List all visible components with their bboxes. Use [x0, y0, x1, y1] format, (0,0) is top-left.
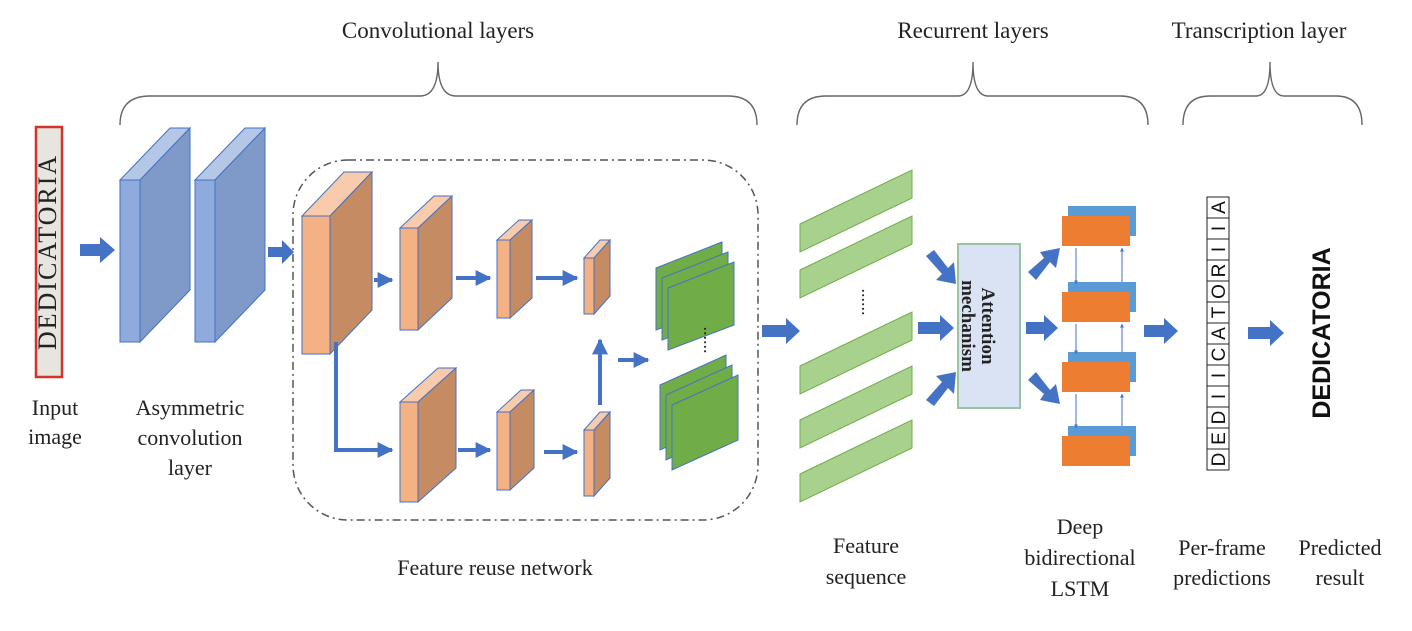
- arrow-input-to-conv: [80, 237, 115, 263]
- lstm-stack: [1062, 206, 1136, 466]
- reuse-block-bottom-3: [582, 410, 612, 498]
- arrow-perframe-to-predicted: [1248, 320, 1284, 346]
- feature-reuse-box: [292, 159, 759, 521]
- attention-line2: mechanism: [957, 280, 978, 372]
- reuse-block-top-3: [495, 218, 534, 320]
- asymmetric-conv-block-2: [193, 126, 267, 344]
- caption-feature-reuse: Feature reuse network: [397, 555, 592, 580]
- input-image-word: DEDICATORIA: [33, 154, 62, 350]
- per-frame-char: I: [1209, 394, 1230, 399]
- caption-feature-seq-line1: Feature: [833, 533, 899, 558]
- header-transcription: Transcription layer: [1172, 18, 1347, 43]
- caption-lstm-line2: bidirectional: [1024, 545, 1135, 570]
- per-frame-char: E: [1209, 432, 1230, 445]
- reuse-block-top-2: [398, 194, 454, 332]
- per-frame-char: I: [1209, 226, 1230, 231]
- caption-asymmetric-line1: Asymmetric: [136, 395, 245, 420]
- predicted-word: DEDICATORIA: [1308, 247, 1336, 418]
- feature-maps-ellipsis: ......: [700, 327, 720, 354]
- per-frame-char: T: [1209, 306, 1230, 318]
- feature-maps-bottom: [659, 354, 739, 471]
- brace-recurrent: [796, 61, 1149, 126]
- per-frame-char: D: [1209, 453, 1230, 467]
- reuse-block-bottom-2: [495, 388, 536, 492]
- attention-line1: Attention: [977, 287, 998, 364]
- caption-input-line2: image: [28, 424, 82, 449]
- per-frame-char: D: [1209, 411, 1230, 425]
- arrows-sequence-to-attention: [918, 250, 956, 406]
- per-frame-char: A: [1209, 201, 1230, 214]
- brace-transcription: [1182, 61, 1363, 126]
- arrow-reuse-to-sequence: [762, 318, 800, 344]
- per-frame-char: C: [1209, 348, 1230, 362]
- caption-perframe-line2: predictions: [1173, 565, 1271, 590]
- caption-lstm-line3: LSTM: [1051, 576, 1110, 601]
- reuse-block-top-4: [582, 238, 612, 316]
- per-frame-char: I: [1209, 373, 1230, 378]
- caption-asymmetric-line2: convolution: [137, 425, 242, 450]
- attention-box: [957, 243, 1021, 409]
- reuse-arrows: [334, 270, 650, 460]
- caption-input-line1: Input: [32, 395, 78, 420]
- arrows-attention-to-lstm: [1026, 248, 1060, 404]
- feature-maps-top: [655, 241, 735, 351]
- header-convolutional: Convolutional layers: [342, 18, 534, 43]
- brace-convolutional: [119, 61, 758, 126]
- feature-sequence-ellipsis: ......: [858, 289, 878, 316]
- caption-asymmetric-line3: layer: [168, 455, 213, 480]
- arrow-conv-to-reuse: [268, 240, 294, 264]
- per-frame-char: I: [1209, 247, 1230, 252]
- input-image: DEDICATORIA: [33, 125, 64, 379]
- reuse-block-top-1: [300, 170, 374, 356]
- caption-perframe-line1: Per-frame: [1178, 535, 1266, 560]
- per-frame-char: A: [1209, 327, 1230, 340]
- caption-feature-seq-line2: sequence: [826, 564, 907, 589]
- caption-lstm-line1: Deep: [1057, 514, 1103, 539]
- per-frame-cell: [1206, 196, 1230, 219]
- caption-predicted-line2: result: [1316, 565, 1365, 590]
- caption-predicted-line1: Predicted: [1298, 535, 1381, 560]
- header-recurrent: Recurrent layers: [897, 18, 1048, 43]
- per-frame-char: R: [1209, 264, 1230, 278]
- asymmetric-conv-block-1: [118, 126, 192, 344]
- lstm-connections: [1074, 247, 1124, 429]
- reuse-block-bottom-1: [398, 366, 458, 504]
- arrow-lstm-to-perframe: [1144, 318, 1178, 344]
- per-frame-char: O: [1209, 284, 1230, 299]
- feature-sequence: [799, 169, 913, 503]
